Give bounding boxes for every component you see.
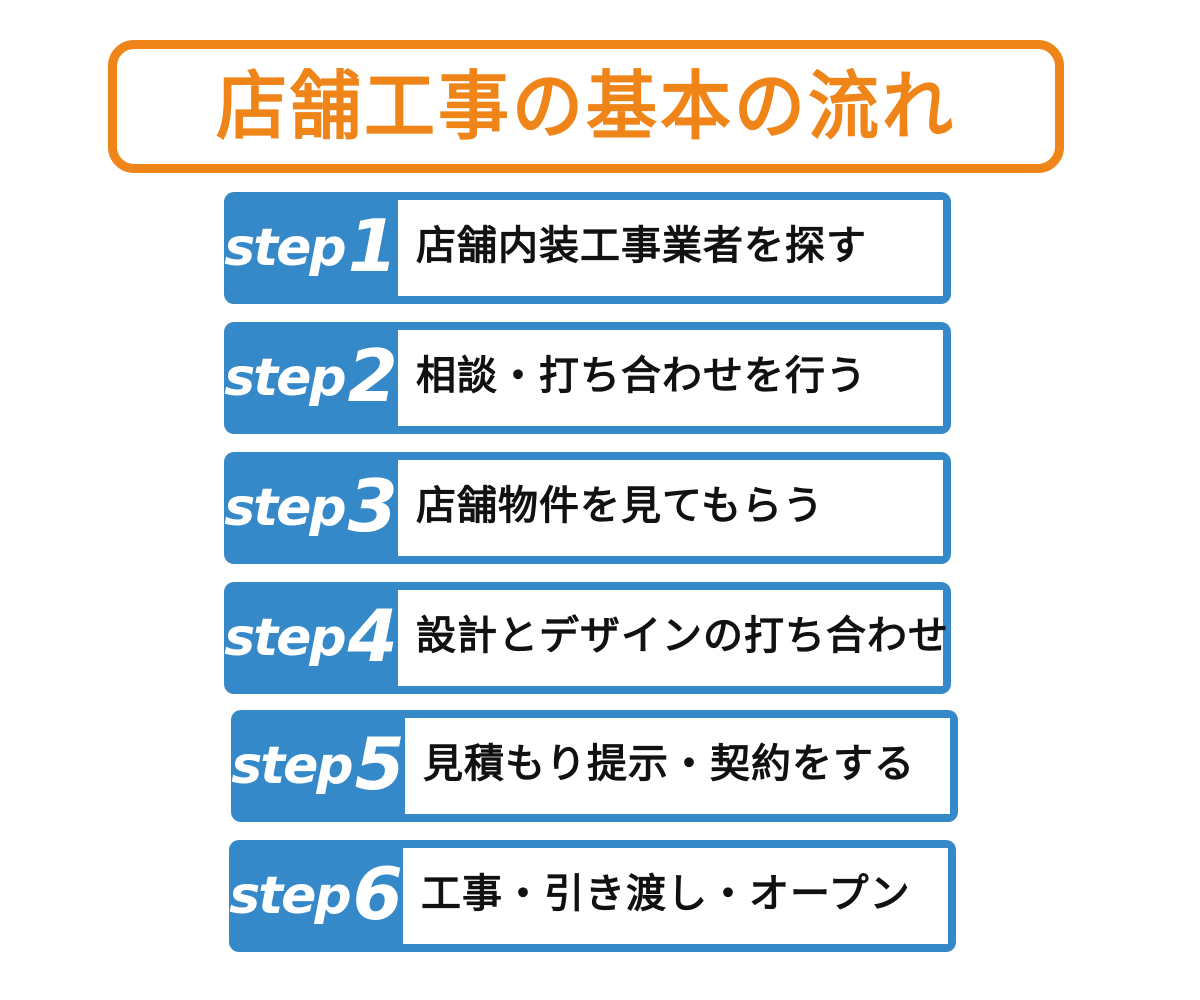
step-3-text: 店舗物件を見てもらう — [416, 483, 824, 529]
step-2-content-box: 相談・打ち合わせを行う — [398, 330, 943, 426]
step-5-content-box: 見積もり提示・契約をする — [405, 718, 950, 814]
step-word: step — [224, 478, 346, 538]
step-6-text: 工事・引き渡し・オープン — [421, 871, 911, 917]
step-3-content-box: 店舗物件を見てもらう — [398, 460, 943, 556]
step-word: step — [224, 348, 346, 408]
step-number: 6 — [352, 852, 403, 936]
step-1-text: 店舗内装工事業者を探す — [416, 223, 867, 269]
step-1-content-box: 店舗内装工事業者を探す — [398, 200, 943, 296]
step-number: 3 — [347, 464, 398, 548]
step-word: step — [231, 736, 353, 796]
step-number: 1 — [347, 204, 398, 288]
step-4-text: 設計とデザインの打ち合わせ — [416, 613, 949, 659]
step-word: step — [224, 608, 346, 668]
step-6-content-box: 工事・引き渡し・オープン — [403, 848, 948, 944]
page-title: 店舗工事の基本の流れ — [215, 62, 956, 151]
step-5-text: 見積もり提示・契約をする — [423, 741, 915, 787]
step-number: 2 — [347, 334, 398, 418]
step-word: step — [229, 866, 351, 926]
title-box: 店舗工事の基本の流れ — [108, 40, 1064, 173]
step-number: 5 — [354, 722, 405, 806]
step-2-text: 相談・打ち合わせを行う — [416, 353, 867, 399]
step-number: 4 — [347, 594, 398, 678]
step-4-content-box: 設計とデザインの打ち合わせ — [398, 590, 948, 686]
step-word: step — [224, 218, 346, 278]
